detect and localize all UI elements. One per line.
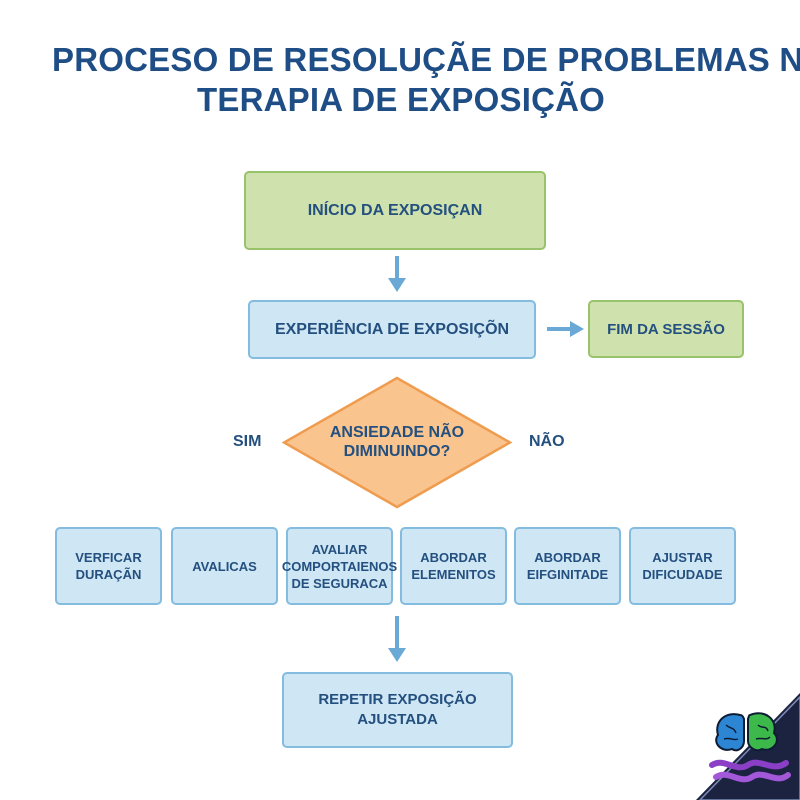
step-label: AVALIAR <box>311 541 368 557</box>
decision-diamond <box>282 376 512 509</box>
repeat-node-label-2: AJUSTADA <box>357 711 438 728</box>
step-label: DE SEGURACA <box>291 575 388 591</box>
decision-line-2: DIMINUINDO? <box>343 443 451 460</box>
step-label: EIFGINITADE <box>526 567 609 582</box>
step-label: AVALICAS <box>192 558 257 574</box>
step-label: VERFICAR <box>75 550 142 565</box>
start-node: INÍCIO DA EXPOSIÇAN <box>244 171 546 250</box>
step-label: AJUSTAR <box>652 550 713 565</box>
branch-no-label: NÃO <box>529 433 565 450</box>
step-address-efficiency: ABORDAR EIFGINITADE <box>514 527 621 605</box>
step-label: DIFICUDADE <box>642 567 723 582</box>
arrow-down-1 <box>388 256 406 292</box>
repeat-node: REPETIR EXPOSIÇÃO AJUSTADA <box>282 672 513 748</box>
title-line-2: TERAPIA DE EXPOSIÇÃO <box>197 81 606 118</box>
experience-node-label: EXPERIÊNCIA DE EXPOSIÇÕN <box>274 320 510 338</box>
step-label: ELEMENITOS <box>411 567 496 582</box>
decision-node-label: ANSIEDADE NÃO DIMINUINDO? <box>322 423 472 461</box>
step-address-elements: ABORDAR ELEMENITOS <box>400 527 507 605</box>
step-evaluate: AVALICAS <box>171 527 278 605</box>
end-node: FIM DA SESSÃO <box>588 300 744 358</box>
step-evaluate-safety-behaviors: AVALIAR COMPORTAIENOS DE SEGURACA <box>282 527 397 605</box>
end-node-label: FIM DA SESSÃO <box>607 320 725 338</box>
arrow-down-2 <box>388 616 406 662</box>
step-label: DURAÇÃN <box>75 567 142 582</box>
start-node-label: INÍCIO DA EXPOSIÇAN <box>307 201 483 219</box>
experience-node: EXPERIÊNCIA DE EXPOSIÇÕN <box>248 300 536 359</box>
step-label: COMPORTAIENOS <box>281 558 398 574</box>
step-label: ABORDAR <box>534 550 601 565</box>
arrow-right-end <box>547 321 584 337</box>
branch-yes-label: SIM <box>233 433 262 450</box>
step-adjust-difficulty: AJUSTAR DIFICUDADE <box>629 527 736 605</box>
step-verify-duration: VERFICAR DURAÇÃN <box>55 527 162 605</box>
title-line-1: PROCESO DE RESOLUÇÃE DE PROBLEMAS NA <box>52 41 800 78</box>
repeat-node-label-1: REPETIR EXPOSIÇÃO <box>318 691 477 708</box>
step-label: ABORDAR <box>420 550 487 565</box>
decision-line-1: ANSIEDADE NÃO <box>329 424 465 441</box>
brain-wave-logo-icon <box>696 693 800 800</box>
